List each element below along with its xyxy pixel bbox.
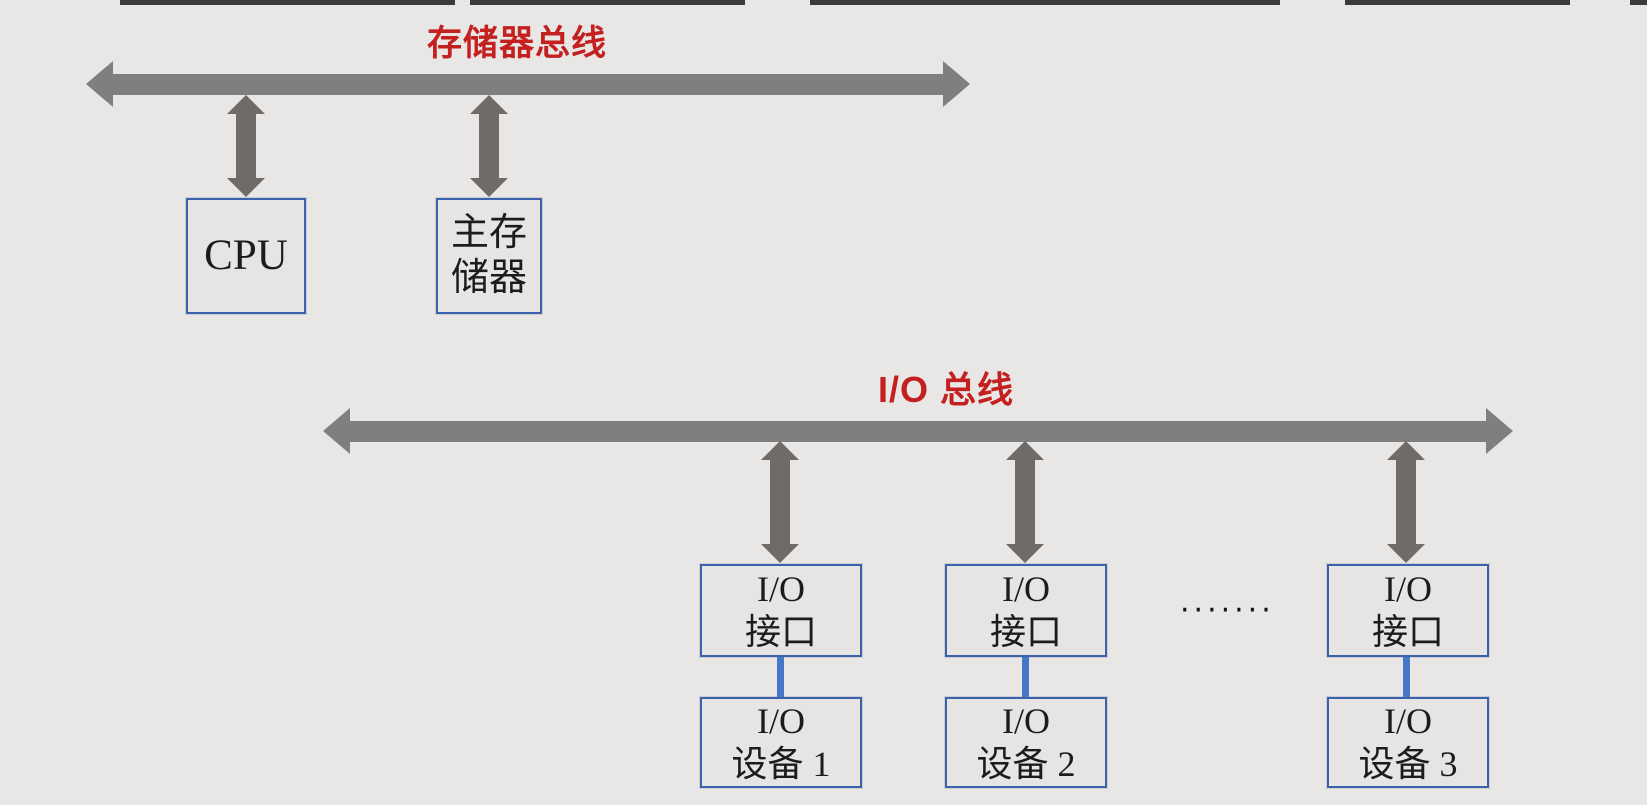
io-device-3-label-line1: I/O [1384,701,1432,742]
interface-device-connector-3 [1403,657,1410,697]
io-device-1-box: I/O 设备 1 [700,697,862,788]
io-interface-2-label-line1: I/O [1002,569,1050,610]
arrowhead-left-icon [323,408,350,454]
arrowhead-down-icon [1387,544,1425,563]
main-memory-label-line2: 储器 [450,257,527,299]
arrowhead-left-icon [86,61,113,107]
io-interface-1-bus-link-arrow [761,441,799,563]
arrowhead-down-icon [1006,544,1044,563]
arrowhead-down-icon [761,544,799,563]
top-edge-artifact [810,0,1280,5]
io-interface-1-box: I/O 接口 [700,564,862,657]
interface-device-connector-1 [777,657,784,697]
arrowhead-up-icon [470,95,508,114]
io-bus-bar [350,420,1486,442]
arrowhead-up-icon [761,441,799,460]
io-bus-arrow [323,408,1513,454]
io-interface-3-label-line2: 接口 [1371,611,1444,652]
arrowhead-up-icon [1006,441,1044,460]
io-device-2-box: I/O 设备 2 [945,697,1107,788]
io-interface-3-bus-link-arrow [1387,441,1425,563]
arrow-shaft [1015,460,1035,544]
arrowhead-down-icon [227,178,265,197]
arrowhead-right-icon [943,61,970,107]
io-device-3-label-line2: 设备 3 [1358,743,1458,784]
arrowhead-right-icon [1486,408,1513,454]
io-device-2-label-line2: 设备 2 [976,743,1076,784]
memory-bus-link-arrow [470,95,508,197]
io-device-3-box: I/O 设备 3 [1327,697,1489,788]
arrowhead-up-icon [1387,441,1425,460]
io-interface-2-bus-link-arrow [1006,441,1044,563]
arrow-shaft [770,460,790,544]
main-memory-label-line1: 主存 [450,212,527,255]
io-interface-1-label-line1: I/O [757,569,805,610]
io-device-1-label-line2: 设备 1 [731,743,831,784]
arrowhead-down-icon [470,178,508,197]
top-edge-artifact [470,0,745,5]
arrow-shaft [479,114,499,178]
ellipsis-dots: ······· [1180,593,1275,628]
io-bus-label: I/O 总线 [878,369,1015,410]
arrow-shaft [236,114,256,178]
io-interface-2-box: I/O 接口 [945,564,1107,657]
arrow-shaft [1396,460,1416,544]
memory-bus-label: 存储器总线 [427,24,608,63]
top-edge-artifact [120,0,455,5]
top-edge-artifact [1630,0,1647,5]
io-device-2-label-line1: I/O [1002,701,1050,742]
memory-bus-bar [113,73,943,95]
io-interface-3-label-line1: I/O [1384,569,1432,610]
io-device-1-label-line1: I/O [757,701,805,742]
io-interface-1-label-line2: 接口 [744,611,817,652]
io-interface-3-box: I/O 接口 [1327,564,1489,657]
cpu-box: CPU [186,198,306,314]
arrowhead-up-icon [227,95,265,114]
interface-device-connector-2 [1022,657,1029,697]
cpu-bus-link-arrow [227,95,265,197]
top-edge-artifact [1345,0,1570,5]
main-memory-box: 主存 储器 [436,198,542,314]
io-interface-2-label-line2: 接口 [989,611,1062,652]
memory-bus-arrow [86,61,970,107]
cpu-box-label: CPU [204,231,288,279]
